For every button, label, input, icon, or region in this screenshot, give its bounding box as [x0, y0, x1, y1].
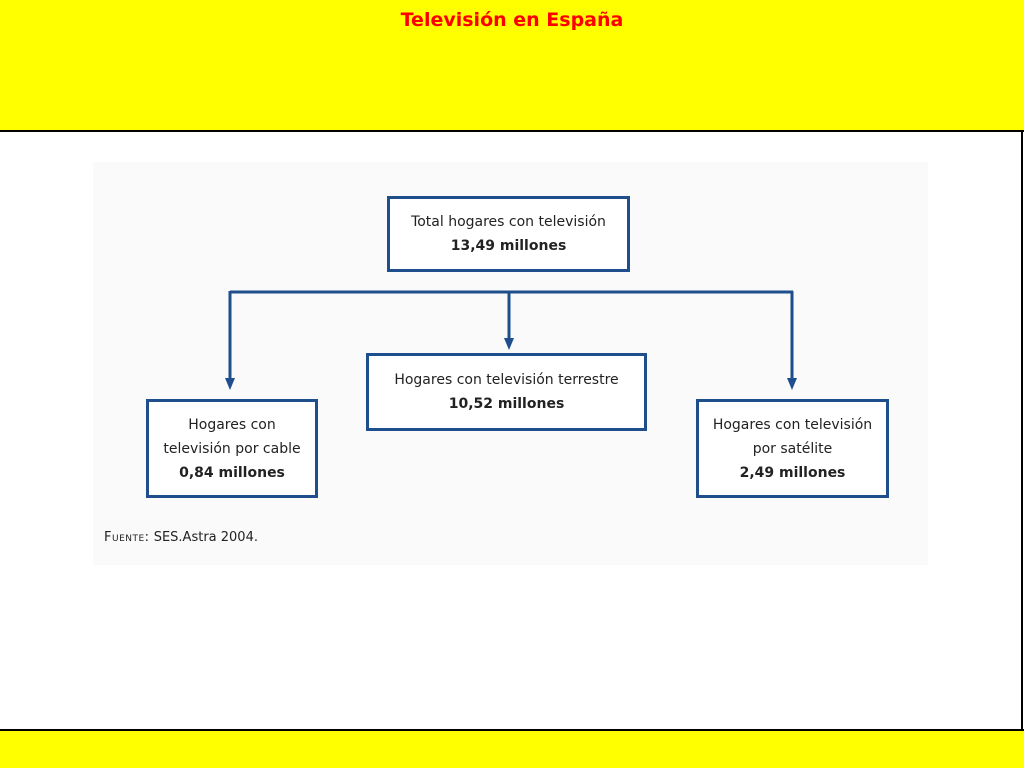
- node-satellite-households: Hogares con televisión por satélite 2,49…: [696, 399, 889, 498]
- source-note: Fuente: SES.Astra 2004.: [104, 528, 258, 548]
- node-satelite-value: 2,49 millones: [739, 464, 846, 481]
- node-total-label: Total hogares con televisión: [411, 214, 606, 230]
- node-total-households: Total hogares con televisión 13,49 millo…: [387, 196, 630, 272]
- node-total-value: 13,49 millones: [450, 238, 567, 254]
- node-terrestre-value: 10,52 millones: [448, 396, 565, 412]
- source-text: SES.Astra 2004.: [153, 530, 258, 545]
- footer-band: [0, 729, 1024, 768]
- source-label: Fuente:: [104, 530, 150, 545]
- slide-title: Televisión en España: [400, 9, 624, 31]
- node-cable-label: Hogares con televisión por cable: [163, 416, 301, 457]
- node-cable-households: Hogares con televisión por cable 0,84 mi…: [146, 399, 318, 498]
- node-terrestre-label: Hogares con televisión terrestre: [394, 372, 619, 388]
- node-satelite-label: Hogares con televisión por satélite: [712, 416, 873, 457]
- node-terrestrial-households: Hogares con televisión terrestre 10,52 m…: [366, 353, 647, 431]
- header-band: Televisión en España: [0, 0, 1024, 132]
- node-cable-value: 0,84 millones: [179, 464, 285, 481]
